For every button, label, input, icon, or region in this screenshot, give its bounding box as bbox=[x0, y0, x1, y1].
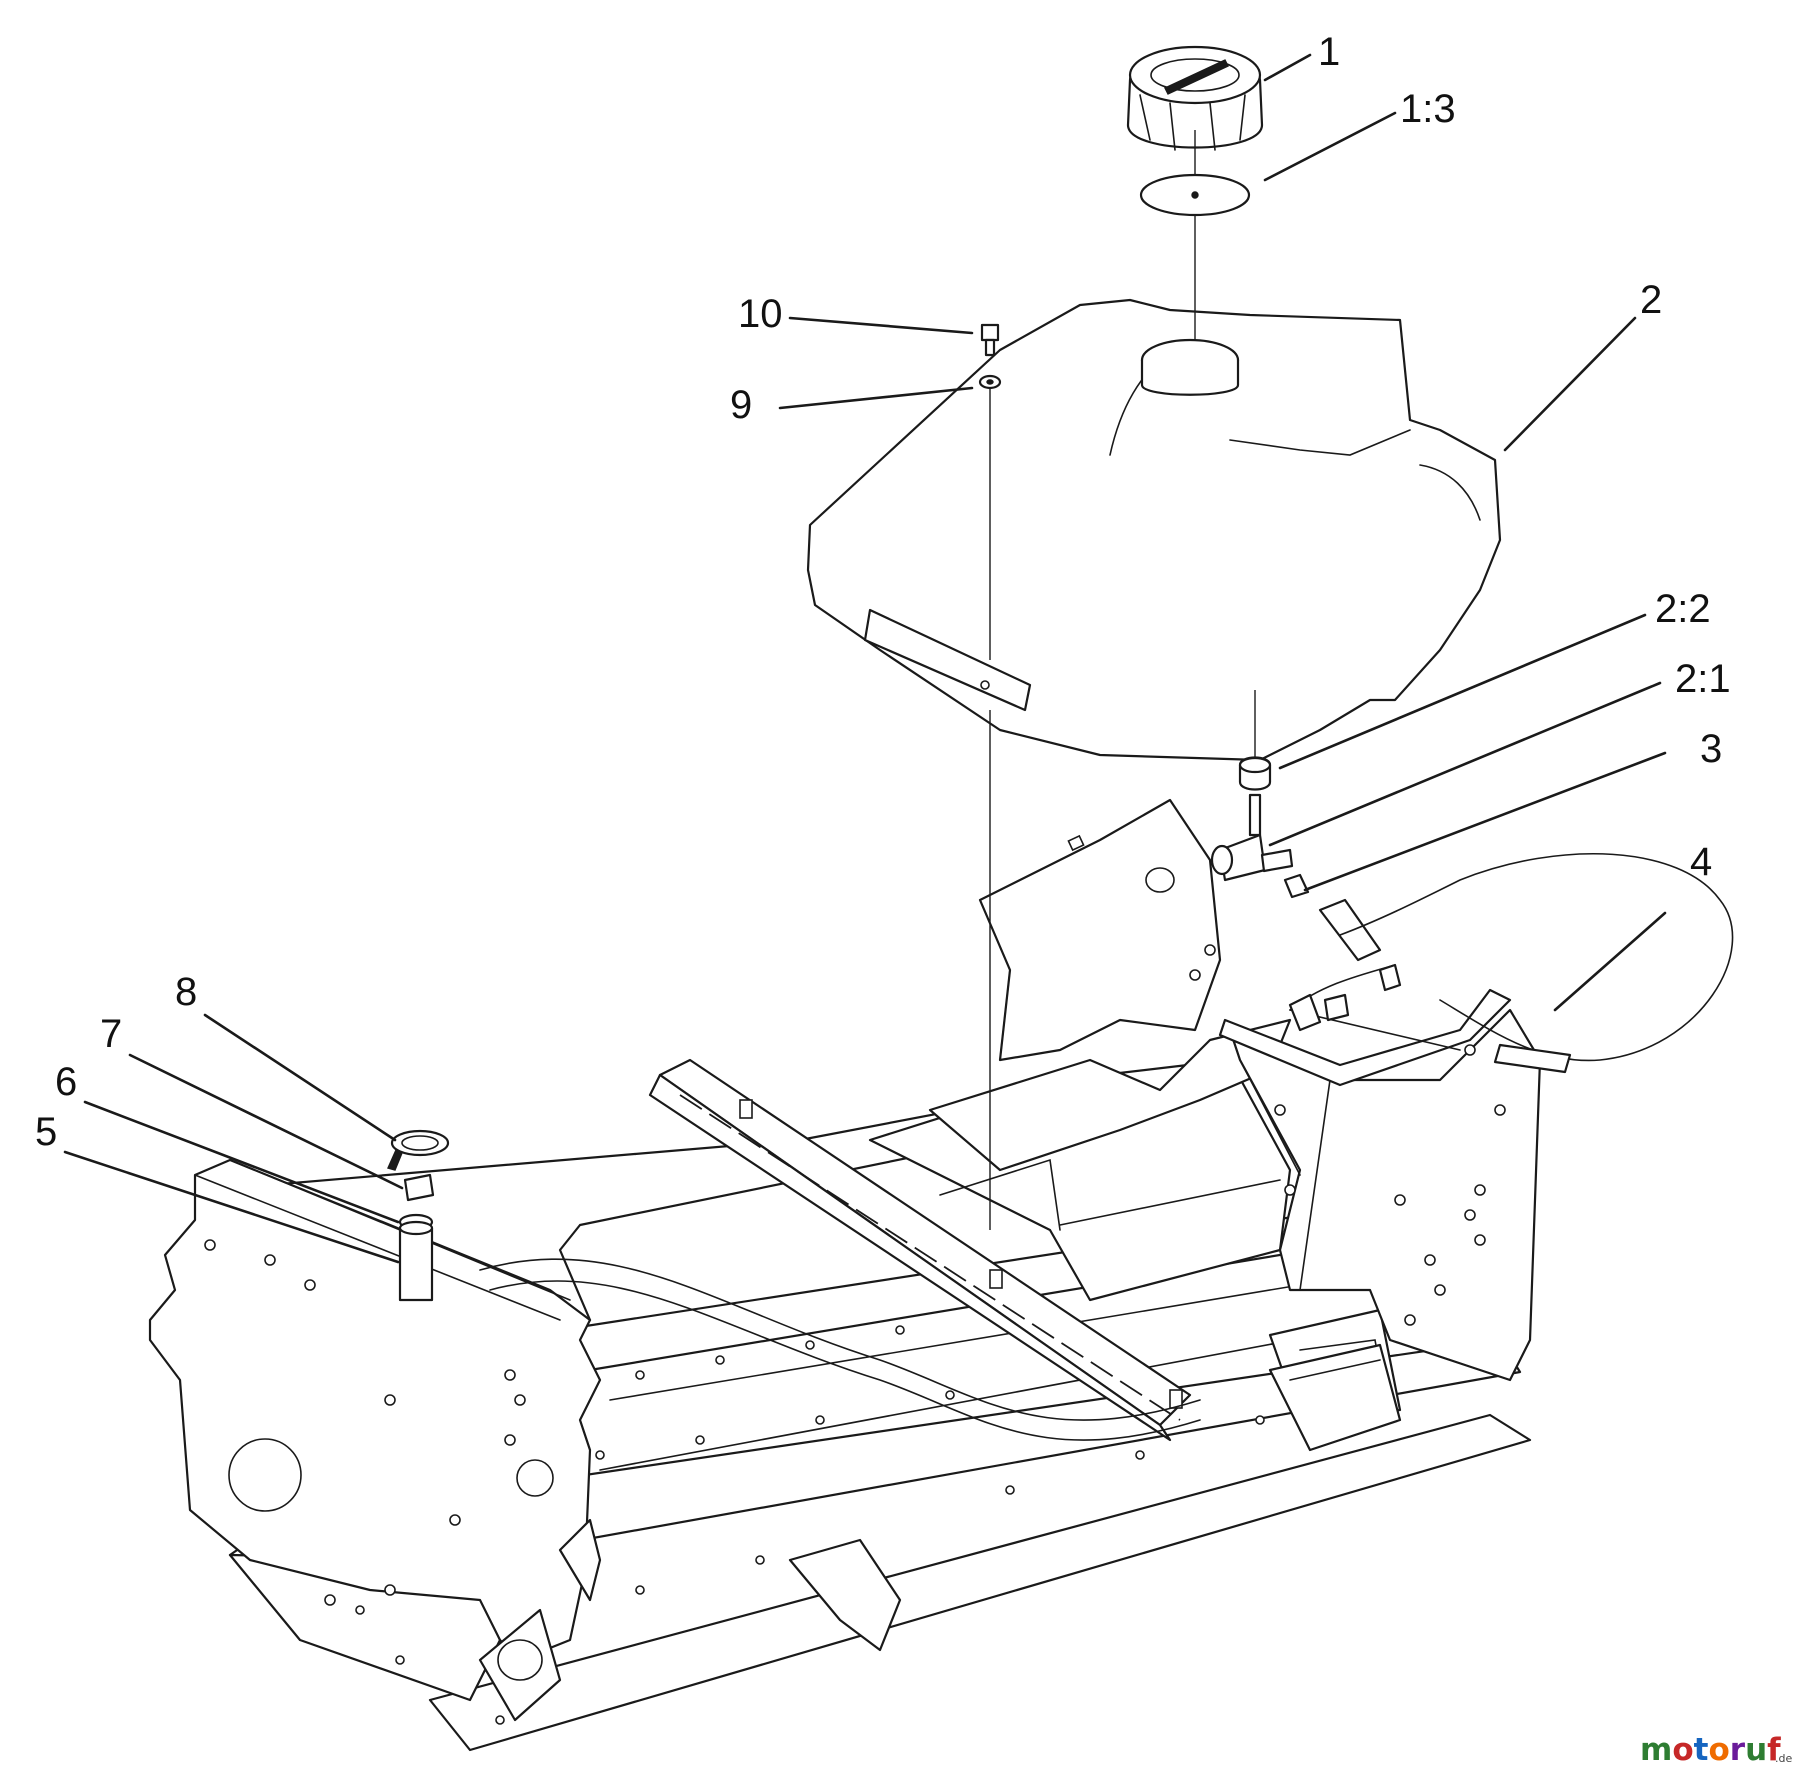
left-front-plate bbox=[148, 1158, 602, 1722]
callout-1: 1 bbox=[1318, 30, 1340, 74]
cross-member bbox=[648, 1058, 1192, 1442]
right-side-plate bbox=[1218, 988, 1542, 1452]
leader-lines bbox=[63, 53, 1667, 1264]
fuel-line-hose bbox=[479, 1258, 1201, 1441]
assembly-axes bbox=[989, 130, 1256, 1230]
watermark-letter: o bbox=[1672, 1732, 1693, 1768]
callout-7: 7 bbox=[100, 1012, 122, 1056]
fitting-stack bbox=[387, 1129, 450, 1302]
watermark-letter: u bbox=[1745, 1732, 1767, 1768]
watermark-logo: motoruf .de bbox=[1640, 1732, 1792, 1768]
watermark-letter: r bbox=[1730, 1732, 1746, 1768]
fuel-cap bbox=[1126, 45, 1264, 217]
callout-2-2: 2:2 bbox=[1655, 587, 1711, 631]
callout-9: 9 bbox=[730, 383, 752, 427]
callout-6: 6 bbox=[55, 1060, 77, 1104]
dash-tower bbox=[978, 798, 1222, 1062]
callout-4: 4 bbox=[1690, 840, 1712, 884]
shutoff-valve bbox=[1210, 756, 1382, 962]
callout-8: 8 bbox=[175, 970, 197, 1014]
callout-labels: 1 1:3 2 10 9 2:2 2:1 3 4 8 7 6 5 bbox=[35, 30, 1731, 1154]
callout-5: 5 bbox=[35, 1110, 57, 1154]
callout-3: 3 bbox=[1700, 727, 1722, 771]
watermark-letter: f bbox=[1767, 1732, 1781, 1768]
watermark-letter: t bbox=[1694, 1732, 1709, 1768]
fuel-hose bbox=[1288, 852, 1734, 1074]
callout-1-3: 1:3 bbox=[1400, 87, 1456, 131]
watermark-letter: o bbox=[1708, 1732, 1729, 1768]
watermark-text: motoruf bbox=[1640, 1732, 1781, 1768]
bolt-and-washer bbox=[978, 323, 1002, 390]
fuel-tank bbox=[806, 298, 1502, 762]
watermark-suffix: .de bbox=[1775, 1752, 1792, 1765]
callout-2-1: 2:1 bbox=[1675, 657, 1731, 701]
watermark-letter: m bbox=[1640, 1732, 1672, 1768]
callout-2: 2 bbox=[1640, 278, 1662, 322]
callout-10: 10 bbox=[738, 292, 783, 336]
